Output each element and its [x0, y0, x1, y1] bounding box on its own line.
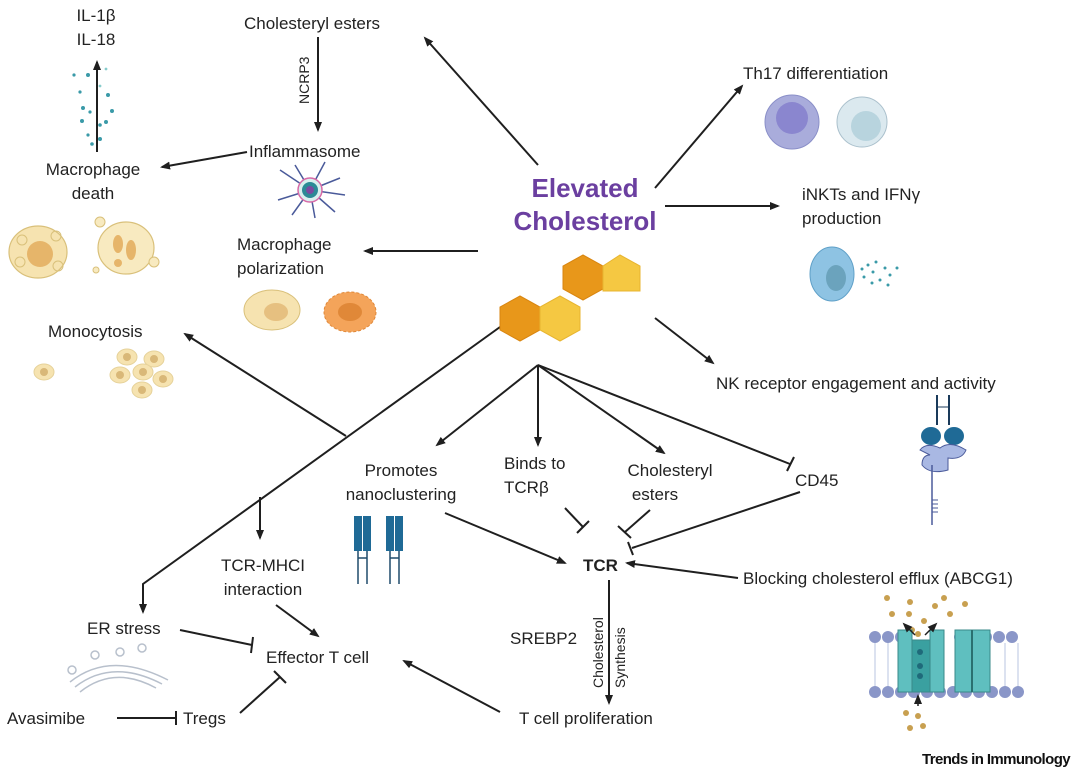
node-nk-receptor: NK receptor engagement and activity: [716, 374, 996, 393]
inhibit-bar-tregs: [273, 670, 287, 684]
node-cd45: CD45: [795, 471, 839, 490]
edge-inflammasome-to-death: [160, 151, 248, 170]
edge-chol-to-th17: [654, 84, 744, 189]
edge-er-to-effector: [179, 629, 253, 646]
edge-chol-to-nanoclustering: [435, 364, 539, 447]
node-tcr-mhci-line1: TCR-MHCI: [220, 556, 306, 575]
node-binds-line2: TCRβ: [504, 478, 549, 497]
dying-macrophage-icon: [8, 216, 160, 279]
edge-label-cholesterol: Cholesterol: [590, 617, 606, 688]
endoplasmic-reticulum-icon: [67, 643, 169, 693]
node-il18: IL-18: [76, 30, 116, 49]
node-monocytosis: Monocytosis: [48, 322, 143, 341]
abcg1-transporter-icon: [869, 595, 1024, 731]
title-line2: Cholesterol: [513, 206, 657, 236]
node-macrophage-death-line2: death: [71, 184, 115, 203]
node-er-stress: ER stress: [87, 619, 161, 638]
edge-prolif-to-effector: [402, 660, 501, 713]
node-promotes-line1: Promotes: [364, 461, 438, 480]
node-effector-t-cell: Effector T cell: [266, 648, 369, 667]
node-macrophage-polarization-line1: Macrophage: [237, 235, 332, 254]
edge-nanoclustering-to-tcr: [444, 512, 567, 564]
title-elevated-cholesterol: Elevated Cholesterol: [490, 172, 680, 238]
node-inflammasome: Inflammasome: [249, 142, 361, 161]
edge-chol-to-er-stress: [139, 326, 501, 614]
inhibit-bar-binds: [576, 520, 590, 534]
edge-label-synthesis: Synthesis: [612, 627, 628, 688]
edge-chol-to-cd45: [537, 364, 791, 465]
edge-chol-to-nk: [654, 317, 715, 365]
inflammasome-icon: [277, 161, 346, 219]
inhibit-bar-esters: [617, 525, 632, 539]
node-binds-line1: Binds to: [504, 454, 566, 473]
node-tregs: Tregs: [183, 709, 226, 728]
node-promotes-line2: nanoclustering: [345, 485, 457, 504]
edge-cd45-to-tcr: [631, 491, 801, 549]
inhibit-bar-er: [250, 636, 254, 654]
edge-label-ncrp3: NCRP3: [296, 56, 312, 104]
edge-tregs-to-effector: [239, 676, 281, 714]
node-macrophage-death-line1: Macrophage: [45, 160, 141, 179]
inhibit-bar-cd45: [786, 456, 795, 472]
node-srebp2: SREBP2: [510, 629, 578, 648]
cholesterol-molecule-icon: [499, 254, 641, 342]
edge-binds-to-tcr: [564, 507, 584, 528]
node-tcr: TCR: [583, 556, 618, 575]
edge-efflux-to-tcr: [625, 560, 739, 579]
inkt-cell-icon: [809, 246, 899, 302]
title-line1: Elevated: [531, 173, 639, 203]
tcr-nanocluster-icon: [354, 516, 403, 584]
inhibit-bar-cd45-tcr: [627, 541, 634, 556]
edge-esters-mid-to-tcr: [624, 509, 651, 533]
journal-logo: Trends in Immunology: [921, 751, 1071, 768]
node-cholesteryl-esters-mid-line1: Cholesteryl: [627, 461, 713, 480]
node-cholesteryl-esters-top: Cholesteryl esters: [244, 14, 381, 33]
nk-receptor-icon: [919, 395, 967, 525]
edge-tcr-mhci-to-effector: [275, 604, 320, 638]
node-blocking-cholesterol-efflux: Blocking cholesterol efflux (ABCG1): [743, 569, 1013, 588]
cytokine-dots-icon: [72, 67, 114, 146]
edge-chol-to-monocytosis: [183, 332, 347, 437]
node-macrophage-polarization-line2: polarization: [237, 259, 324, 278]
node-tcr-mhci-line2: interaction: [223, 580, 303, 599]
node-th17-differentiation: Th17 differentiation: [743, 64, 889, 83]
node-inkt-line1: iNKTs and IFNγ: [802, 185, 921, 204]
node-avasimibe: Avasimibe: [7, 709, 86, 728]
th17-cells-icon: [764, 94, 888, 150]
node-il1b: IL-1β: [76, 6, 116, 25]
node-t-cell-proliferation: T cell proliferation: [519, 709, 653, 728]
node-inkt-line2: production: [802, 209, 882, 228]
macrophage-polarization-icon: [243, 289, 377, 333]
edge-chol-to-cholesteryl-esters: [423, 36, 539, 166]
node-cholesteryl-esters-mid-line2: esters: [631, 485, 679, 504]
edge-chol-to-esters-mid: [537, 364, 666, 455]
